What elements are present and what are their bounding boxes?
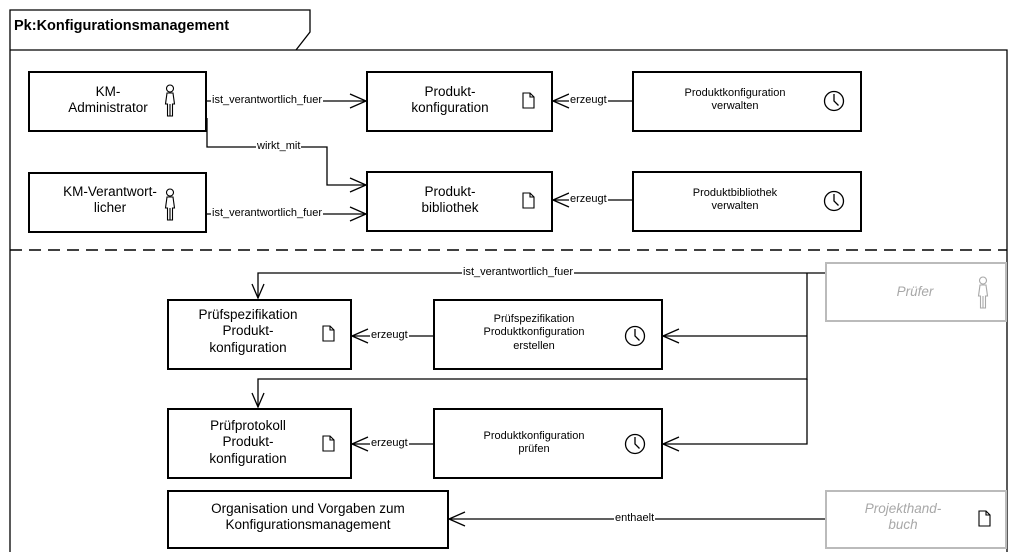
node-produktkonfiguration-label: Produkt- konfiguration: [411, 84, 489, 116]
edge-label-phb-org: enthaelt: [614, 512, 656, 525]
node-produktbibliothek[interactable]: [366, 171, 553, 232]
document-icon: [978, 510, 991, 527]
document-icon: [522, 92, 535, 109]
document-icon: [322, 325, 335, 342]
edge-pruefer-pkp: [663, 379, 808, 445]
node-produktkonfiguration-verwalten-label: Produktkonfiguration verwalten: [684, 87, 786, 113]
node-projekthandbuch[interactable]: [825, 490, 1007, 549]
actor-icon: [164, 188, 176, 221]
node-pruefspezifikation[interactable]: [167, 299, 352, 370]
package-frame: [9, 49, 1008, 552]
node-produktbibliothek-verwalten[interactable]: [632, 171, 862, 232]
edge-pruefer-ps: [257, 272, 825, 298]
edge-label-pkp-pp: erzeugt: [370, 437, 409, 450]
node-projekthandbuch-label: Projekthand- buch: [864, 501, 942, 533]
node-pruefspezifikation-erstellen[interactable]: [433, 299, 663, 370]
node-produktbibliothek-label: Produkt- bibliothek: [421, 184, 479, 216]
edge-label-pruefer-ps: ist_verantwortlich_fuer: [462, 266, 575, 279]
node-produktkonfiguration[interactable]: [366, 71, 553, 132]
actor-icon: [977, 276, 989, 309]
node-produktbibliothek-verwalten-label: Produktbibliothek verwalten: [692, 187, 778, 213]
clock-icon: [624, 433, 646, 455]
node-produktkonfiguration-verwalten[interactable]: [632, 71, 862, 132]
edge-label-pbv-pb: erzeugt: [569, 193, 608, 206]
edge-label-pse-ps: erzeugt: [370, 329, 409, 342]
clock-icon: [823, 90, 845, 112]
edge-label-admin-pb: wirkt_mit: [256, 140, 302, 153]
actor-icon: [164, 84, 176, 117]
package-title: Pk:Konfigurationsmanagement: [14, 18, 230, 34]
edge-label-verantw-pb: ist_verantwortlich_fuer: [211, 207, 324, 220]
node-produktkonfiguration-pruefen[interactable]: [433, 408, 663, 479]
node-pruefer[interactable]: [825, 262, 1007, 322]
node-pruefprotokoll-label: Prüfprotokoll Produkt- konfiguration: [209, 418, 287, 466]
edge-label-admin-pk: ist_verantwortlich_fuer: [211, 94, 324, 107]
document-icon: [322, 435, 335, 452]
edge-pruefer-pp: [257, 273, 808, 407]
node-km-verantwortlicher[interactable]: [28, 172, 207, 233]
document-icon: [522, 192, 535, 209]
clock-icon: [823, 190, 845, 212]
edge-label-pkv-pk: erzeugt: [569, 94, 608, 107]
node-organisation-vorgaben-label: Organisation und Vorgaben zum Konfigurat…: [211, 501, 405, 533]
node-km-verantwortlicher-label: KM-Verantwort- licher: [63, 184, 157, 216]
package-tab: [9, 9, 311, 51]
node-organisation-vorgaben[interactable]: [167, 490, 449, 549]
node-pruefer-label: Prüfer: [896, 284, 934, 299]
clock-icon: [624, 325, 646, 347]
node-km-administrator[interactable]: [28, 71, 207, 132]
node-pruefspezifikation-label: Prüfspezifikation Produkt- konfiguration: [198, 307, 298, 355]
node-pruefprotokoll[interactable]: [167, 408, 352, 479]
edge-admin-pb: [206, 118, 366, 186]
node-produktkonfiguration-pruefen-label: Produktkonfiguration prüfen: [483, 430, 585, 456]
node-km-administrator-label: KM- Administrator: [68, 84, 148, 116]
node-pruefspezifikation-erstellen-label: Prüfspezifikation Produktkonfiguration e…: [483, 313, 585, 352]
